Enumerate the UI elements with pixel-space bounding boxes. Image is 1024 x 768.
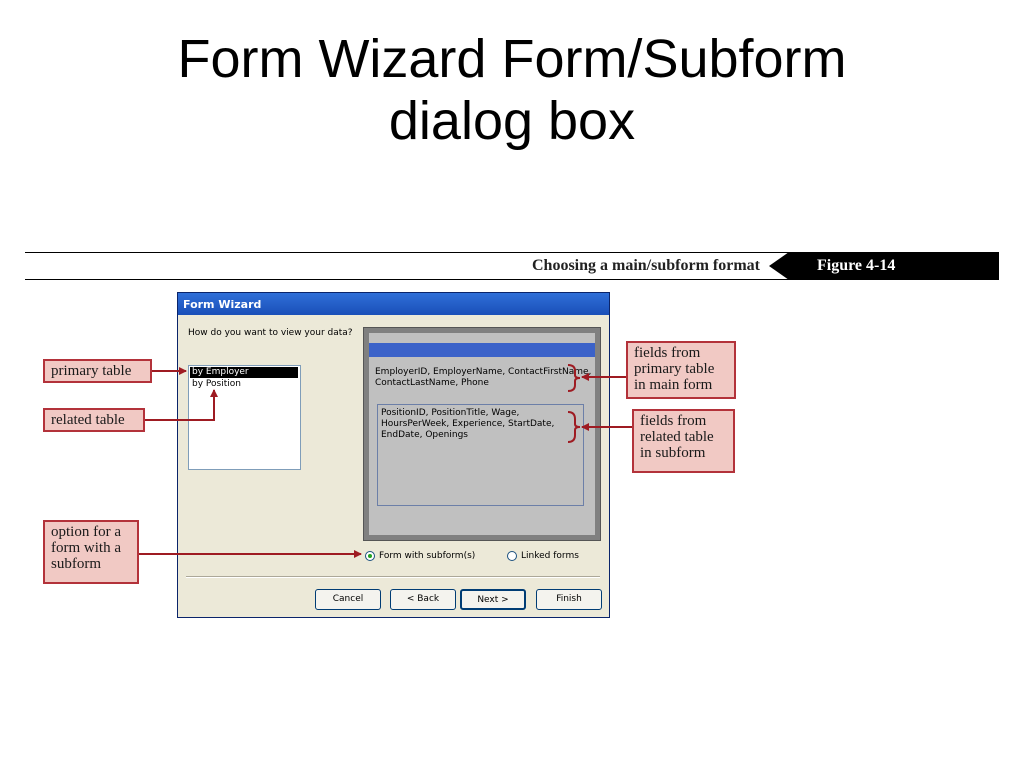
view-item-by-employer[interactable]: by Employer <box>190 367 298 378</box>
subform-preview: PositionID, PositionTitle, Wage, HoursPe… <box>377 404 584 506</box>
slide-title-line1: Form Wizard Form/Subform <box>177 29 847 89</box>
slide-title: Form Wizard Form/Subform dialog box <box>0 28 1024 152</box>
view-by-list[interactable]: by Employer by Position <box>188 365 301 470</box>
next-button[interactable]: Next > <box>460 589 526 610</box>
main-form-fields: EmployerID, EmployerName, ContactFirstNa… <box>375 367 592 388</box>
figure-caption: Choosing a main/subform format <box>531 257 760 274</box>
caption-rule-bottom <box>25 279 999 280</box>
figure-tag-label: Figure 4-14 <box>817 257 896 274</box>
radio-unchecked-icon[interactable] <box>507 551 517 561</box>
caption-rule-top <box>25 252 999 253</box>
view-question: How do you want to view your data? <box>188 328 353 338</box>
option-form-with-subform-label: Form with subform(s) <box>379 551 476 561</box>
dialog-divider <box>186 576 600 578</box>
subform-fields: PositionID, PositionTitle, Wage, HoursPe… <box>381 408 555 440</box>
radio-checked-icon[interactable] <box>365 551 375 561</box>
dialog-title: Form Wizard <box>183 298 262 311</box>
callout-option-subform: option for a form with a subform <box>43 520 139 584</box>
figure-caption-bar: Choosing a main/subform format Figure 4-… <box>25 252 999 280</box>
preview-form-header <box>369 343 595 357</box>
figure-tag: Figure 4-14 <box>769 252 999 280</box>
dialog-titlebar[interactable]: Form Wizard <box>178 293 609 315</box>
callout-fields-sub: fields from related table in subform <box>632 409 735 473</box>
cancel-button[interactable]: Cancel <box>315 589 381 610</box>
preview-form: EmployerID, EmployerName, ContactFirstNa… <box>369 333 595 535</box>
form-wizard-dialog: Form Wizard How do you want to view your… <box>177 292 610 618</box>
option-linked-forms-label: Linked forms <box>521 551 579 561</box>
back-button[interactable]: < Back <box>390 589 456 610</box>
slide-title-line2: dialog box <box>388 91 636 151</box>
callout-related-table: related table <box>43 408 145 432</box>
callout-primary-table: primary table <box>43 359 152 383</box>
callout-fields-main: fields from primary table in main form <box>626 341 736 399</box>
finish-button[interactable]: Finish <box>536 589 602 610</box>
view-item-by-position[interactable]: by Position <box>192 379 241 389</box>
layout-preview: EmployerID, EmployerName, ContactFirstNa… <box>363 327 601 541</box>
